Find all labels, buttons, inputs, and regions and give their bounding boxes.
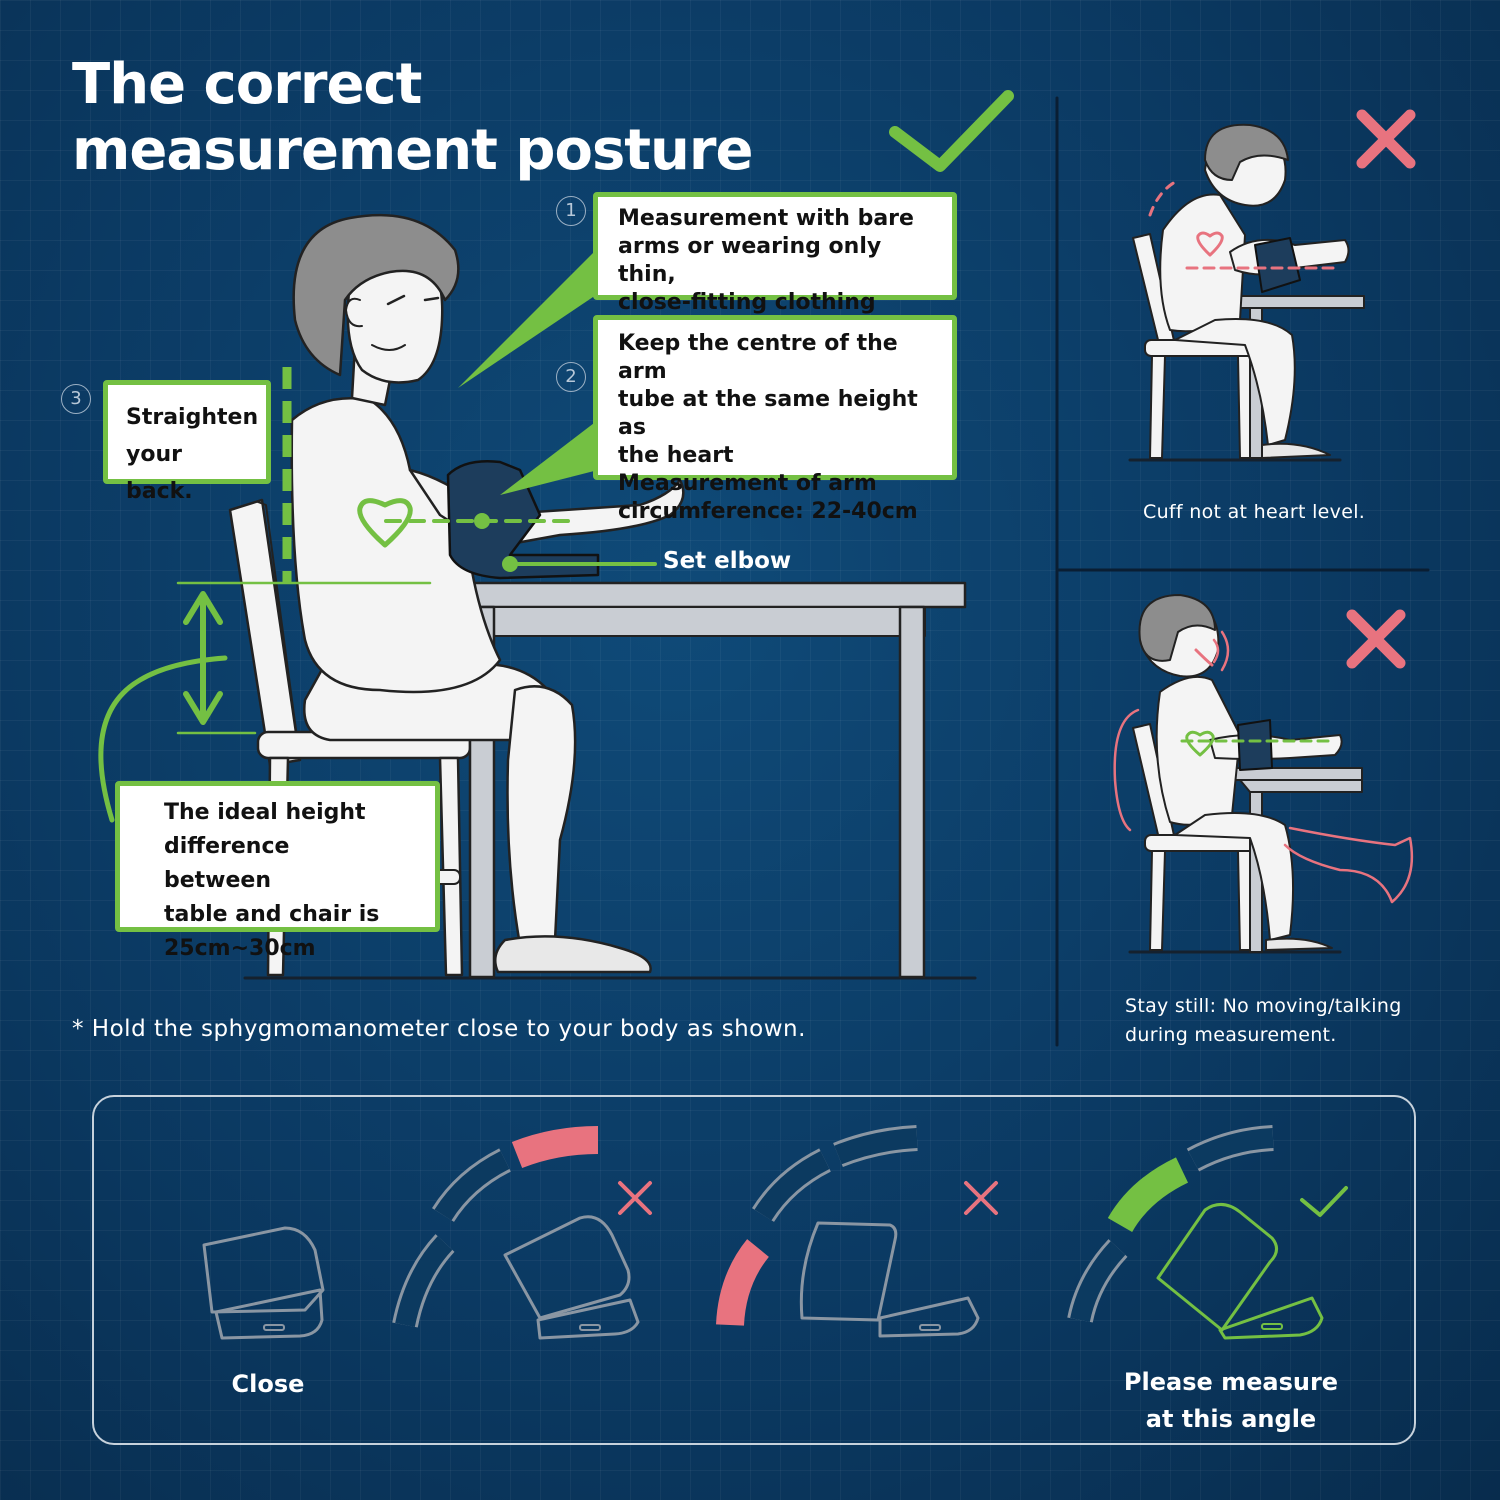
callout-line: Straighten (126, 405, 259, 430)
cross-icon (618, 1181, 652, 1215)
callout-line: tube at the same height as (618, 387, 918, 440)
measure-label-line: Please measure (1123, 1368, 1339, 1396)
step-number-2: 2 (556, 362, 586, 392)
title-line-2: measurement posture (72, 118, 754, 183)
callout-line: difference between (164, 834, 290, 893)
set-elbow-label: Set elbow (663, 548, 792, 574)
caption-line: Cuff not at heart level. (1143, 501, 1366, 523)
pointer-1 (458, 250, 596, 388)
callout-line: table and chair is (164, 902, 380, 927)
callout-line: the heart (618, 443, 734, 468)
caption-line: during measurement. (1125, 1024, 1337, 1046)
callout-line: circumference: 22-40cm (618, 499, 918, 524)
wrong-case-2-caption: Stay still: No moving/talking during mea… (1125, 992, 1402, 1050)
check-icon (889, 90, 1014, 172)
title-line-1: The correct (72, 52, 422, 117)
arc-segment-highlight (511, 1126, 599, 1169)
slipper (493, 935, 652, 974)
angle-correct-device (1067, 1125, 1348, 1340)
step-number-1: 1 (556, 196, 586, 226)
angle-too-wide-device (392, 1126, 652, 1340)
callout-heart-height: Keep the centre of the arm tube at the s… (593, 315, 957, 524)
wrong-case-1-caption: Cuff not at heart level. (1143, 501, 1365, 523)
footnote: * Hold the sphygmomanometer close to you… (72, 1016, 806, 1042)
callout-straighten-back: Straighten your back. (103, 380, 271, 504)
callout-bare-arms: Measurement with bare arms or wearing on… (593, 192, 957, 315)
cross-icon (964, 1181, 998, 1215)
hair (292, 213, 460, 377)
bp-device (446, 460, 600, 580)
check-icon (1300, 1186, 1348, 1217)
callout-line: close-fitting clothing (618, 290, 876, 315)
wrong-case-2-figure (1113, 594, 1414, 954)
angle-guide-panel (92, 1095, 1416, 1445)
pointer-2 (500, 420, 598, 495)
callout-line: Keep the centre of the arm (618, 331, 898, 384)
arc-segment-highlight (716, 1239, 770, 1326)
table-apron (469, 606, 926, 637)
callout-line: Measurement with bare (618, 206, 914, 231)
heart-icon (357, 498, 413, 548)
ear (345, 297, 363, 328)
caption-line: Stay still: No moving/talking (1125, 995, 1402, 1017)
callout-line: arms or wearing only thin, (618, 234, 882, 287)
table-leg (898, 605, 926, 979)
callout-line: your back. (126, 442, 193, 504)
chair-leg (438, 756, 464, 977)
page-title: The correct measurement posture (72, 52, 754, 184)
wrong-case-1-figure (1128, 109, 1416, 462)
arc-segment-highlight (1107, 1157, 1189, 1233)
measure-angle-label: Please measure at this angle (1090, 1364, 1372, 1438)
table-top (431, 581, 967, 609)
callout-height-difference: The ideal height difference between tabl… (115, 781, 440, 961)
step-number-3: 3 (61, 384, 91, 414)
cross-icon (1346, 609, 1406, 669)
angle-too-narrow-device (716, 1125, 998, 1338)
close-label: Close (231, 1370, 305, 1398)
cross-icon (1356, 109, 1416, 169)
main-posture-figure (98, 213, 977, 980)
measure-label-line: at this angle (1145, 1405, 1317, 1433)
lower-leg (506, 685, 577, 947)
angle-close-device (202, 1226, 325, 1340)
callout-line: 25cm~30cm (164, 936, 316, 961)
callout-line: The ideal height (164, 800, 366, 825)
callout-line: Measurement of arm (618, 471, 877, 496)
curve-arrow (98, 655, 228, 823)
